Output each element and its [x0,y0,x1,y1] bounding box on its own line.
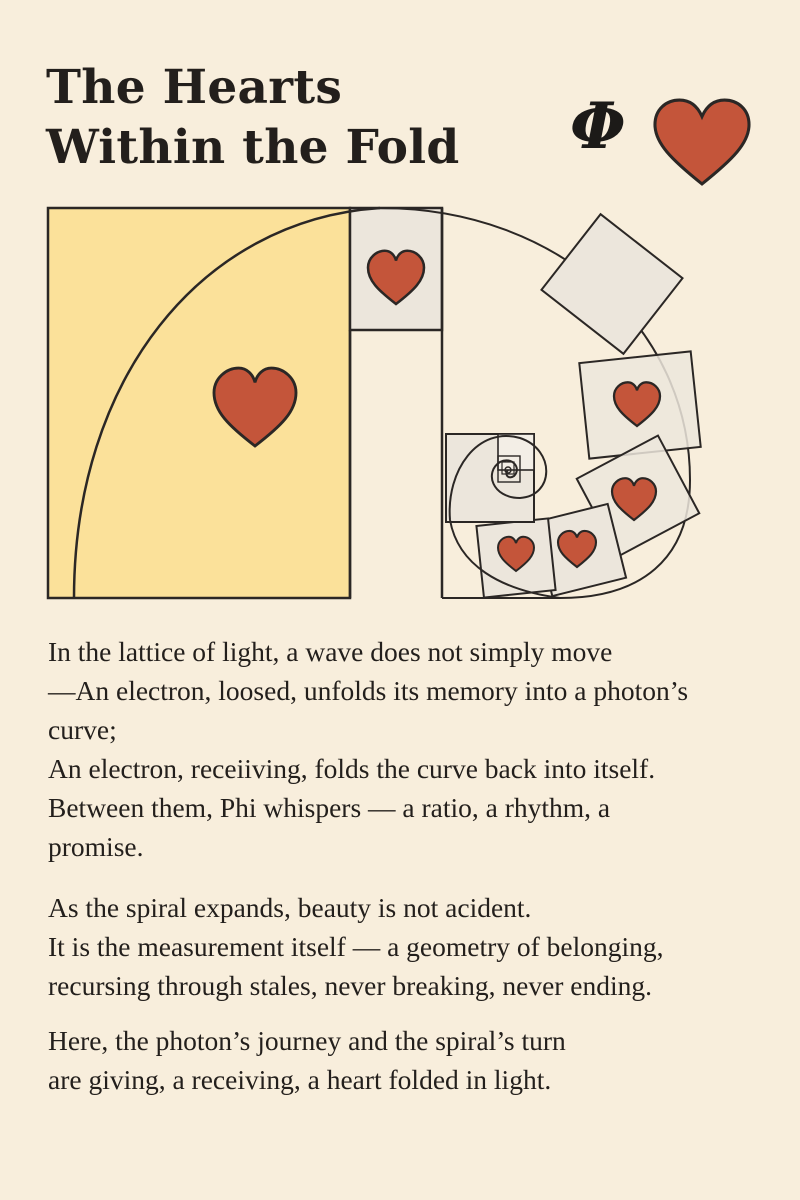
poem-line: As the spiral expands, beauty is not aci… [48,892,532,923]
poem-line: curve; [48,714,117,745]
poem-line: An electron, receiiving, folds the curve… [48,753,656,784]
page-title: The Hearts Within the Fold [46,58,460,178]
poem-line: Here, the photon’s journey and the spira… [48,1025,566,1056]
poem-line: Between them, Phi whispers — a ratio, a … [48,792,611,823]
spiral-arc [72,206,381,599]
poem-line: It is the measurement itself — a geometr… [48,931,664,962]
small-spiral [448,435,548,521]
phi-symbol: Φ [570,89,626,164]
title-line-1: The Hearts [46,60,343,115]
poem-line: In the lattice of light, a wave does not… [48,636,613,667]
poem-line: promise. [48,831,144,862]
golden-spiral-figure [46,206,702,600]
poem-body: In the lattice of light, a wave does not… [48,632,778,1099]
poem-line: are giving, a receiving, a heart folded … [48,1064,552,1095]
tile [540,212,684,356]
title-line-2: Within the Fold [46,120,460,175]
golden-square [46,206,352,600]
heart-icon [653,98,751,186]
poem-line: —An electron, loosed, unfolds its memory… [48,675,689,706]
poem-line: recursing through stales, never breaking… [48,970,653,1001]
